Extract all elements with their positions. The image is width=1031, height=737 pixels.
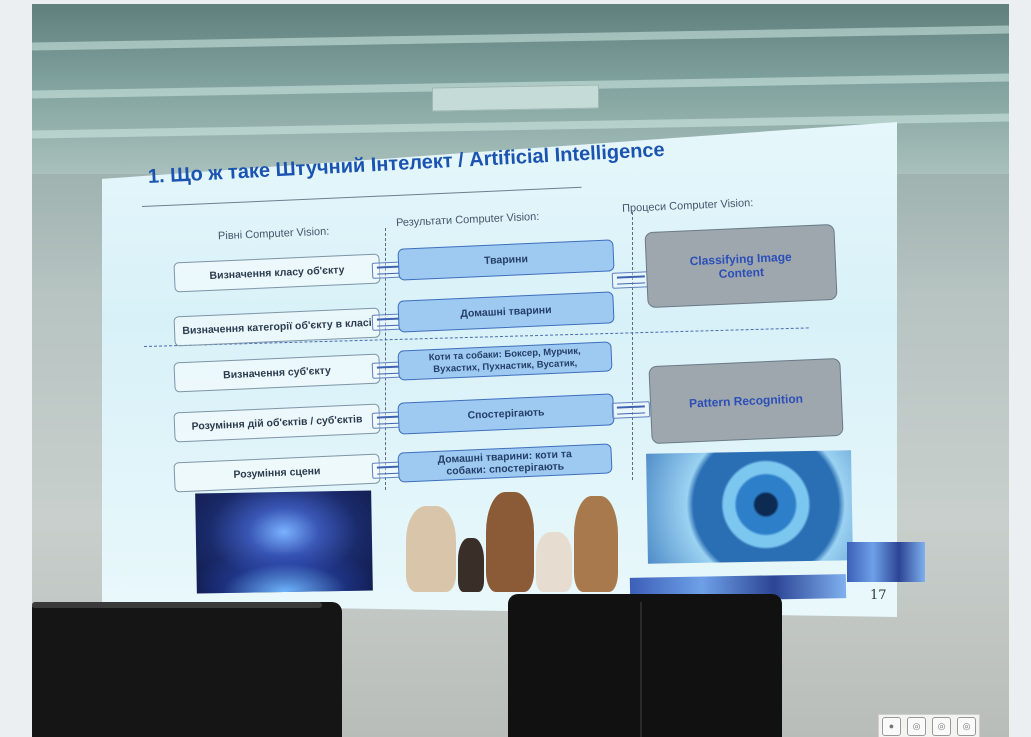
projection-screen: 1. Що ж таке Штучний Інтелект / Artifici…: [102, 122, 925, 617]
column-divider: [632, 212, 633, 480]
chair-back: [508, 594, 782, 737]
ai-illustration: [195, 490, 373, 594]
photo: 1. Що ж таке Штучний Інтелект / Artifici…: [32, 4, 1009, 737]
pets-photo: [402, 482, 627, 592]
double-arrow-icon: [611, 271, 651, 289]
process-box: Pattern Recognition: [648, 357, 844, 445]
eye-scan-illustration: [646, 450, 853, 564]
cat: [458, 538, 484, 592]
basset-hound: [486, 492, 534, 592]
tech-mosaic: [847, 542, 925, 582]
ceiling-vent: [432, 84, 599, 112]
outlet-icon: ●: [882, 716, 901, 736]
page-number: 17: [870, 588, 887, 603]
cat: [536, 532, 572, 592]
french-bulldog: [574, 496, 618, 592]
power-outlets: ● ◎ ◎ ◎: [878, 714, 980, 737]
outlet-icon: ◎: [907, 716, 926, 736]
chair-back: [32, 602, 342, 737]
outlet-icon: ◎: [932, 716, 951, 736]
column-divider: [385, 228, 386, 490]
process-box: Classifying Image Content: [644, 223, 838, 309]
bulldog: [406, 506, 456, 592]
outlet-icon: ◎: [957, 716, 976, 736]
double-arrow-icon: [611, 401, 651, 419]
